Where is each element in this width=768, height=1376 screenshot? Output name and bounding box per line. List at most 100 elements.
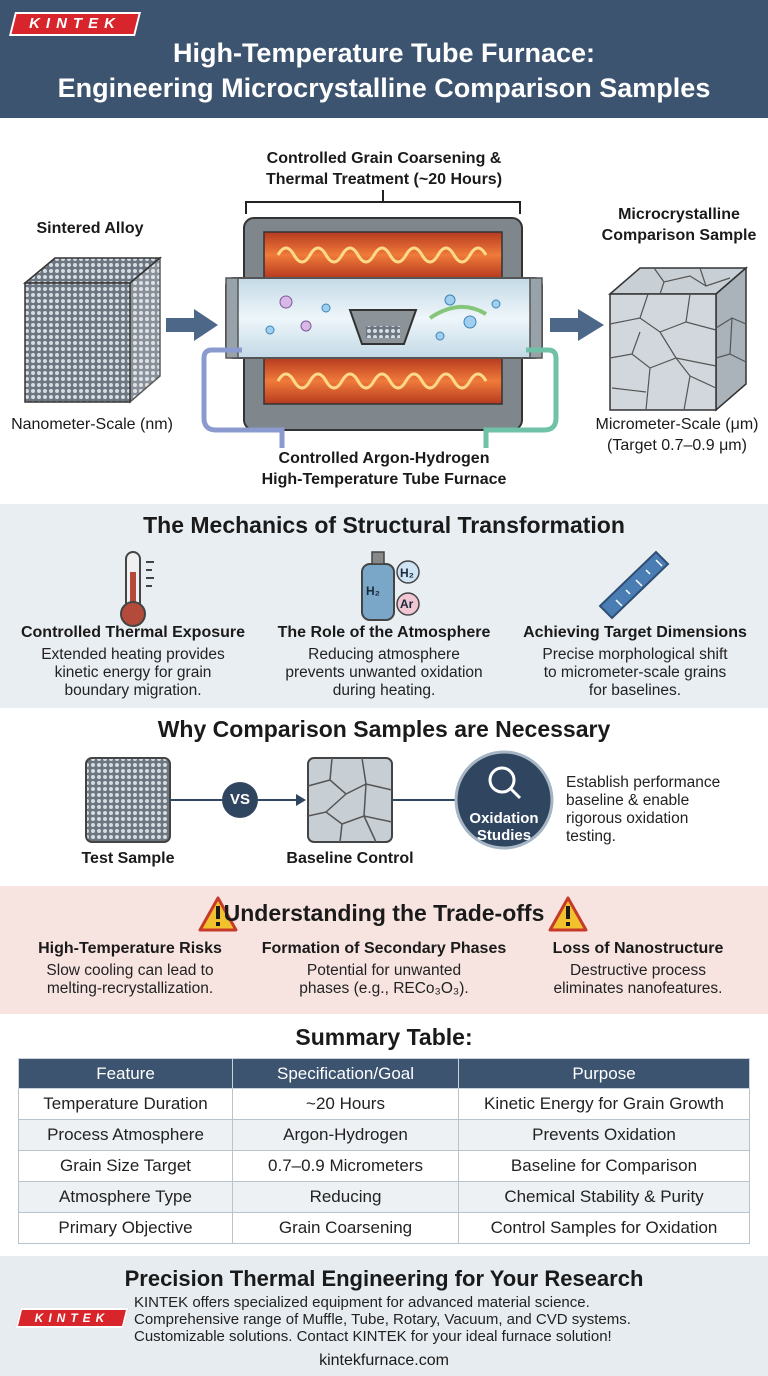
arrow-right-icon-3 bbox=[258, 794, 306, 806]
nanostructure-loss-text: Destructive process eliminates nanofeatu… bbox=[518, 962, 758, 998]
text-line: Establish performance bbox=[566, 774, 721, 791]
table-row: Temperature Duration ~20 Hours Kinetic E… bbox=[18, 1088, 750, 1120]
oxidation-studies-label: Oxidation Studies bbox=[456, 810, 552, 844]
duration-bracket bbox=[245, 190, 521, 214]
kintek-logo-footer[interactable]: KINTEK bbox=[15, 1308, 129, 1328]
micrometer-scale-label: Micrometer-Scale (μm) (Target 0.7–0.9 μm… bbox=[586, 414, 768, 456]
mechanics-icons bbox=[120, 550, 670, 627]
comparison-graphics bbox=[85, 750, 554, 850]
text-line: to micrometer-scale grains bbox=[543, 664, 727, 681]
table-cell: Kinetic Energy for Grain Growth bbox=[458, 1088, 750, 1120]
test-sample-icon bbox=[85, 757, 171, 843]
table-cell: ~20 Hours bbox=[232, 1088, 459, 1120]
process-diagram: Controlled Grain Coarsening & Thermal Tr… bbox=[0, 118, 768, 504]
secondary-phases-title: Formation of Secondary Phases bbox=[261, 940, 507, 957]
magnifier-icon bbox=[488, 766, 522, 800]
target-dimensions-title: Achieving Target Dimensions bbox=[523, 624, 747, 641]
title-line-2: Engineering Microcrystalline Comparison … bbox=[57, 73, 711, 103]
process-graphics bbox=[22, 190, 749, 448]
micro-cube-icon bbox=[607, 266, 749, 412]
text-line: KINTEK offers specialized equipment for … bbox=[134, 1294, 590, 1311]
tradeoffs-section: Understanding the Trade-offs High-Temper… bbox=[0, 886, 768, 1014]
text-line: eliminates nanofeatures. bbox=[553, 980, 723, 997]
table-cell: Argon-Hydrogen bbox=[232, 1119, 459, 1151]
summary-section: Summary Table: Feature Specification/Goa… bbox=[0, 1014, 768, 1256]
table-row: Grain Size Target 0.7–0.9 Micrometers Ba… bbox=[18, 1150, 750, 1182]
table-cell: Baseline for Comparison bbox=[458, 1150, 750, 1182]
treatment-label: Controlled Grain Coarsening & Thermal Tr… bbox=[234, 148, 534, 190]
tradeoffs-heading: Understanding the Trade-offs bbox=[223, 900, 545, 926]
risk-title: High-Temperature Risks bbox=[38, 940, 222, 957]
microcrystalline-sample-label: Microcrystalline Comparison Sample bbox=[596, 204, 762, 246]
nanometer-scale-label: Nanometer-Scale (nm) bbox=[11, 416, 173, 433]
vs-label: VS bbox=[229, 791, 250, 808]
text-line: kinetic energy for grain bbox=[54, 664, 212, 681]
table-cell: Primary Objective bbox=[18, 1212, 233, 1244]
oxidation-studies-badge bbox=[454, 750, 554, 850]
text-line: for baselines. bbox=[588, 682, 682, 699]
column-header: Specification/Goal bbox=[232, 1058, 459, 1089]
table-row: Atmosphere Type Reducing Chemical Stabil… bbox=[18, 1181, 750, 1213]
micro-title-line-1: Microcrystalline bbox=[618, 206, 740, 223]
column-header: Feature bbox=[18, 1058, 233, 1089]
page-title: High-Temperature Tube Furnace: Engineeri… bbox=[20, 36, 748, 106]
risk-text: Slow cooling can lead to melting-recryst… bbox=[10, 962, 250, 998]
oxidation-line-1: Oxidation bbox=[469, 810, 539, 827]
comparison-description: Establish performance baseline & enable … bbox=[566, 774, 762, 846]
comparison-heading: Why Comparison Samples are Necessary bbox=[157, 716, 611, 742]
text-line: Reducing atmosphere bbox=[308, 646, 460, 663]
mechanics-gas-labels: H₂ H₂ Ar bbox=[0, 504, 768, 708]
sintered-alloy-label: Sintered Alloy bbox=[36, 220, 144, 237]
tube-furnace-icon bbox=[201, 217, 559, 448]
table-row: Primary Objective Grain Coarsening Contr… bbox=[18, 1212, 750, 1244]
text-line: Destructive process bbox=[569, 962, 707, 979]
column-header: Purpose bbox=[458, 1058, 750, 1089]
target-dimensions-text: Precise morphological shift to micromete… bbox=[512, 646, 758, 700]
text-line: Precise morphological shift bbox=[542, 646, 728, 663]
table-cell: Process Atmosphere bbox=[18, 1119, 233, 1151]
mechanics-section: The Mechanics of Structural Transformati… bbox=[0, 504, 768, 708]
table-row: Process Atmosphere Argon-Hydrogen Preven… bbox=[18, 1119, 750, 1151]
treatment-label-line-1: Controlled Grain Coarsening & bbox=[266, 150, 502, 167]
test-sample-label: Test Sample bbox=[81, 850, 175, 867]
text-line: Comprehensive range of Muffle, Tube, Rot… bbox=[134, 1311, 631, 1328]
table-cell: Grain Coarsening bbox=[232, 1212, 459, 1244]
baseline-control-label: Baseline Control bbox=[286, 850, 414, 867]
table-cell: Control Samples for Oxidation bbox=[458, 1212, 750, 1244]
furnace-label: Controlled Argon-Hydrogen High-Temperatu… bbox=[234, 448, 534, 490]
kintek-logo[interactable]: KINTEK bbox=[9, 12, 141, 36]
table-cell: Temperature Duration bbox=[18, 1088, 233, 1120]
mechanics-heading: The Mechanics of Structural Transformati… bbox=[143, 512, 625, 538]
h2-bubble-label: H₂ bbox=[400, 566, 414, 580]
thermal-exposure-title: Controlled Thermal Exposure bbox=[20, 624, 246, 641]
atmosphere-title: The Role of the Atmosphere bbox=[277, 624, 491, 641]
atmosphere-text: Reducing atmosphere prevents unwanted ox… bbox=[262, 646, 506, 700]
table-cell: 0.7–0.9 Micrometers bbox=[232, 1150, 459, 1182]
warning-icon-2 bbox=[548, 896, 588, 932]
secondary-phases-text: Potential for unwanted phases (e.g., REC… bbox=[252, 962, 516, 998]
comparison-section: Why Comparison Samples are Necessary VS … bbox=[0, 708, 768, 886]
logo-text: KINTEK bbox=[34, 1311, 110, 1325]
arrow-right-icon-2 bbox=[550, 309, 604, 341]
thermal-exposure-text: Extended heating provides kinetic energy… bbox=[10, 646, 256, 700]
micrometer-line-2: (Target 0.7–0.9 μm) bbox=[607, 437, 747, 454]
header-banner: KINTEK High-Temperature Tube Furnace: En… bbox=[0, 0, 768, 118]
website-link[interactable]: kintekfurnace.com bbox=[319, 1352, 449, 1369]
ar-bubble-label: Ar bbox=[400, 597, 414, 611]
oxidation-line-2: Studies bbox=[476, 827, 532, 844]
text-line: rigorous oxidation bbox=[566, 810, 689, 827]
furnace-label-line-2: High-Temperature Tube Furnace bbox=[261, 471, 507, 488]
text-line: baseline & enable bbox=[566, 792, 690, 809]
ruler-icon bbox=[598, 550, 670, 620]
text-line: Extended heating provides bbox=[41, 646, 225, 663]
summary-table: Feature Specification/Goal Purpose Tempe… bbox=[18, 1058, 750, 1244]
text-line: boundary migration. bbox=[64, 682, 202, 699]
footer: Precision Thermal Engineering for Your R… bbox=[0, 1256, 768, 1376]
footer-description: KINTEK offers specialized equipment for … bbox=[134, 1294, 754, 1345]
nanostructure-loss-title: Loss of Nanostructure bbox=[552, 940, 724, 957]
text-line: phases (e.g., RECo₃O₃). bbox=[299, 980, 469, 997]
footer-heading: Precision Thermal Engineering for Your R… bbox=[124, 1266, 644, 1291]
text-line: prevents unwanted oxidation bbox=[285, 664, 483, 681]
summary-heading: Summary Table: bbox=[295, 1024, 473, 1050]
h2-label: H₂ bbox=[366, 584, 380, 598]
